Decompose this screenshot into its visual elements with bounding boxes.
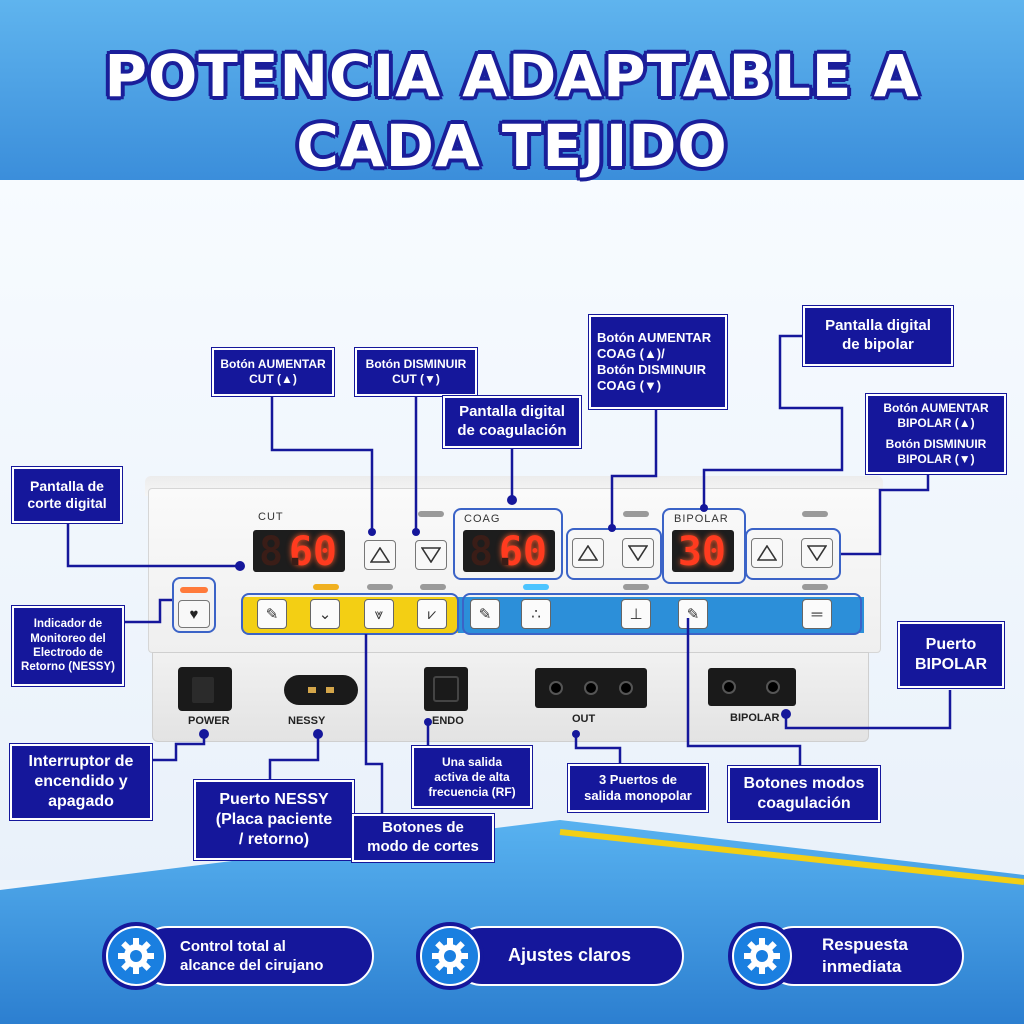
triangle-down-icon <box>421 547 441 563</box>
callout-power-switch: Interruptor de encendido y apagado <box>10 744 152 820</box>
feature-control-label: Control total al alcance del cirujano <box>180 937 324 975</box>
bipolar-value: 30 <box>677 529 726 575</box>
cut-up-button[interactable] <box>364 540 396 570</box>
headline-line-1: POTENCIA ADAPTABLE A <box>104 42 920 110</box>
hand-pen-icon: ✎ <box>265 606 279 623</box>
coag-modes-frame <box>462 593 862 635</box>
triangle-up-icon <box>370 547 390 563</box>
coag-mode-soft-button[interactable]: ✎ <box>678 599 708 629</box>
bipolar-display: 30 <box>672 529 734 575</box>
contact-icon: ⊥ <box>629 606 643 623</box>
coag-mode-hand-button[interactable]: ✎ <box>470 599 500 629</box>
bipolar-mode-button[interactable]: ═ <box>802 599 832 629</box>
callout-nessy-monitor: Indicador de Monitoreo del Electrodo de … <box>12 606 124 686</box>
coag-label: COAG <box>464 513 501 525</box>
triple-wave-icon: ⩗ <box>427 605 437 623</box>
cut-mode-led-1 <box>313 584 339 590</box>
callout-cut-modes: Botones de modo de cortes <box>352 814 494 862</box>
cut-mode-blend2-button[interactable]: ⩔ <box>364 599 394 629</box>
cut-display: 8.60 <box>253 529 345 575</box>
endo-label: ENDO <box>432 715 464 727</box>
coag-mode-led-2 <box>623 584 649 590</box>
coag-value: 60 <box>498 529 547 575</box>
cut-mode-led-2 <box>367 584 393 590</box>
bipolar-port-label: BIPOLAR <box>730 712 780 724</box>
callout-cut-up: Botón AUMENTAR CUT (▲) <box>212 348 334 396</box>
feature-control-badge <box>102 922 170 990</box>
gear-icon <box>118 938 154 974</box>
callout-coag-buttons: Botón AUMENTAR COAG (▲)/ Botón DISMINUIR… <box>589 315 727 409</box>
nessy-indicator-button[interactable]: ♥ <box>178 600 210 628</box>
bipolar-down-text: Botón DISMINUIR BIPOLAR (▼) <box>885 437 987 466</box>
power-rocker <box>192 677 214 703</box>
out-label: OUT <box>572 713 596 725</box>
coag-display: 8.60 <box>463 529 555 575</box>
power-switch[interactable] <box>178 667 232 711</box>
cut-down-button[interactable] <box>415 540 447 570</box>
cut-value: 60 <box>288 529 337 575</box>
feature-response-badge <box>728 922 796 990</box>
callout-coag-display: Pantalla digital de coagulación <box>443 396 581 448</box>
coag-mode-led-1 <box>523 584 549 590</box>
heart-icon: ♥ <box>189 605 199 623</box>
endo-socket[interactable] <box>424 667 468 711</box>
double-wave-icon: ⩔ <box>374 605 384 623</box>
callout-bipolar-display: Pantalla digital de bipolar <box>803 306 953 366</box>
headline-line-2: CADA TEJIDO <box>296 112 728 180</box>
wave-icon: ⌄ <box>318 606 332 623</box>
callout-cut-down: Botón DISMINUIR CUT (▼) <box>355 348 477 396</box>
nessy-led <box>180 587 208 593</box>
coag-display-frame <box>453 508 563 580</box>
bipolar-down-button[interactable] <box>801 538 833 568</box>
power-label: POWER <box>188 715 230 727</box>
nessy-indicator-frame <box>172 577 216 633</box>
spray-icon: ∴ <box>531 606 541 623</box>
feature-response-label: Respuesta inmediata <box>822 934 908 976</box>
triangle-down-icon <box>807 545 827 561</box>
triangle-up-icon <box>578 545 598 561</box>
coag-led <box>623 511 649 517</box>
bipolar-up-button[interactable] <box>751 538 783 568</box>
feature-response: Respuesta inmediata <box>764 926 964 986</box>
coag-up-button[interactable] <box>572 538 604 568</box>
coag-mode-contact-button[interactable]: ⊥ <box>621 599 651 629</box>
feature-settings: Ajustes claros <box>452 926 684 986</box>
triangle-down-icon <box>628 545 648 561</box>
bipolar-buttons-frame <box>745 528 841 580</box>
feature-settings-label: Ajustes claros <box>508 945 632 966</box>
callout-rf-output: Una salida activa de alta frecuencia (RF… <box>412 746 532 808</box>
coag-down-button[interactable] <box>622 538 654 568</box>
callout-coag-modes: Botones modos coagulación <box>728 766 880 822</box>
forceps-icon: ═ <box>811 605 823 623</box>
hand-pen-icon: ✎ <box>686 606 700 623</box>
gear-icon <box>744 938 780 974</box>
cut-mode-pure-button[interactable]: ✎ <box>257 599 287 629</box>
feature-settings-badge <box>416 922 484 990</box>
cut-mode-blend3-button[interactable]: ⩗ <box>417 599 447 629</box>
cut-mode-led-3 <box>420 584 446 590</box>
nessy-label: NESSY <box>288 715 326 727</box>
cut-led <box>418 511 444 517</box>
callout-cut-display: Pantalla de corte digital <box>12 467 122 523</box>
hand-pen-icon: ✎ <box>478 606 492 623</box>
nessy-socket[interactable] <box>284 675 358 705</box>
cut-label: CUT <box>258 511 284 523</box>
bipolar-socket[interactable] <box>708 668 796 706</box>
gear-icon <box>432 938 468 974</box>
bipolar-led <box>802 511 828 517</box>
feature-control: Control total al alcance del cirujano <box>138 926 374 986</box>
triangle-up-icon <box>757 545 777 561</box>
callout-nessy-port: Puerto NESSY (Placa paciente / retorno) <box>194 780 354 860</box>
callout-monopolar-ports: 3 Puertos de salida monopolar <box>568 764 708 812</box>
bipolar-up-text: Botón AUMENTAR BIPOLAR (▲) <box>883 401 989 430</box>
callout-bipolar-buttons: Botón AUMENTAR BIPOLAR (▲) Botón DISMINU… <box>866 394 1006 474</box>
cut-mode-blend1-button[interactable]: ⌄ <box>310 599 340 629</box>
cut-modes-frame <box>241 593 459 635</box>
coag-mode-led-3 <box>802 584 828 590</box>
bipolar-label: BIPOLAR <box>674 513 729 525</box>
callout-bipolar-port: Puerto BIPOLAR <box>898 622 1004 688</box>
coag-mode-spray-button[interactable]: ∴ <box>521 599 551 629</box>
monopolar-socket[interactable] <box>535 668 647 708</box>
